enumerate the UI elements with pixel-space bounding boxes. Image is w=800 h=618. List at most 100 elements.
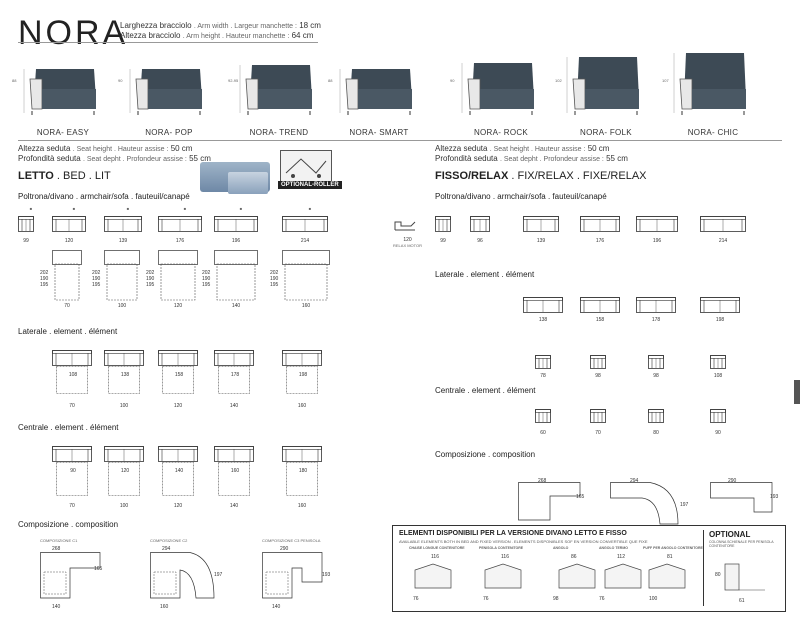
right-sofa-width-4: 176 [595,238,605,244]
roller-diagram [280,150,332,182]
right-lat-width-3: 178 [651,317,661,323]
model-height-6: 102 [555,78,562,83]
left-lat-sofa-3 [158,350,198,366]
left-sofa-label-1: ■ [29,206,33,211]
left-bed-3 [158,250,198,301]
right-lat-sofa-1 [523,297,563,313]
left-bed-width-5: 160 [301,303,311,309]
right-sofa-3 [523,216,559,232]
letto-section-title: LETTO . BED . LIT [18,170,111,182]
left-sofa-label-4: ■ [183,206,187,211]
right-centrale-heading: Centrale . element . élément [435,386,536,395]
left-bed-1 [52,250,82,301]
relax-width: 120 [403,237,412,243]
left-lat-width-1: 70 [69,403,75,409]
optional-title: OPTIONAL [709,530,751,539]
seat-height-translation: . Seat height . Hauteur assise : [489,146,586,153]
model-name-1: NORA- EASY [36,128,90,137]
model-name-3: NORA- TREND [249,128,309,137]
left-composizione-label: Composizione [18,520,69,529]
seat-depth-spec-left: Profondità seduta . Seat depht . Profond… [18,154,211,163]
left-bed-dim-1-3: 195 [40,282,49,288]
left-lat-bed-4 [218,366,250,394]
model-name-7: NORA- CHIC [687,128,739,137]
left-lat-sofa-4 [214,350,254,366]
left-lat-inner-2: 138 [120,372,130,378]
left-comp-dim-1: 268 [52,546,61,552]
left-cen-bed-2 [108,462,140,496]
fisso-title-translation: . FIX/RELAX . FIXE/RELAX [511,170,647,182]
left-comp-dim-6: 193 [322,572,331,578]
left-comp-dim-8: 160 [160,604,169,610]
left-sofa-label-6: ■ [308,206,312,211]
left-lat-sofa-2 [104,350,144,366]
bottom-item-label-1: CHAISE LONGUE CONTENITORE [409,546,465,550]
model-height-7: 107 [662,78,669,83]
right-lat-small-3 [648,355,664,369]
left-lat-width-5: 160 [297,403,307,409]
model-thumbnail-3 [239,65,312,115]
left-bed-dim-5-1: 202 [270,270,279,276]
right-lat-small-1 [535,355,551,369]
model-thumbnail-7 [673,53,746,115]
left-cen-width-3: 120 [173,503,183,509]
bottom-dim-6: 86 [571,554,577,560]
left-comp-dim-2: 165 [94,566,103,572]
left-bed-width-2: 100 [117,303,127,309]
left-centrale-translation: . element . élément [50,423,119,432]
right-lat-width-4: 198 [715,317,725,323]
right-sofa-width-3: 139 [536,238,546,244]
right-lat-small-width-3: 98 [653,373,659,379]
right-comp-dim-2: 165 [576,494,585,500]
right-sofa-width-1: 99 [440,238,446,244]
left-cen-sofa-1 [52,446,92,462]
left-cen-inner-3: 140 [174,468,184,474]
bottom-dim-8: 112 [617,554,625,560]
seat-depth-translation: . Seat depht . Profondeur assise : [82,156,187,163]
optional-divider [703,530,704,606]
right-centrale-label: Centrale [435,386,466,395]
left-sofa-label-5: ■ [239,206,243,211]
right-cen-width-2: 70 [595,430,601,436]
model-name-4: NORA- SMART [349,128,409,137]
left-cen-inner-1: 90 [70,468,76,474]
right-composizione-translation: . composition [487,450,536,459]
right-lat-width-1: 138 [538,317,548,323]
left-sofa-3 [104,216,142,232]
optional-dim-2: 61 [739,598,745,604]
header-divider [18,42,318,43]
right-lat-small-width-2: 98 [595,373,601,379]
left-cen-bed-4 [218,462,250,496]
arm-height-value: 64 cm [291,31,314,40]
left-bed-dim-2-1: 202 [92,270,101,276]
left-lat-width-2: 100 [119,403,129,409]
left-sofa-4 [158,216,202,232]
seat-depth-value: 55 cm [606,154,628,163]
left-bed-dim-4-2: 190 [202,276,211,282]
left-laterale-heading: Laterale . element . élément [18,327,117,336]
left-sofa-2 [52,216,86,232]
left-sofa-width-1: 99 [23,238,29,244]
right-poltrona-label: Poltrona/divano [435,192,491,201]
model-height-3: 92-95 [228,78,239,83]
relax-motor-diagram: 120 RELAX MOTOR [393,218,422,248]
right-poltrona-heading: Poltrona/divano . armchair/sofa . fauteu… [435,192,607,201]
seat-depth-label: Profondità seduta [18,154,81,163]
left-bed-width-3: 120 [173,303,183,309]
model-thumbnail-6 [566,57,639,115]
recliner-icon [394,221,416,231]
left-comp-2 [150,552,215,599]
left-comp-label-1: COMPOSIZIONE C1 [40,538,78,543]
seat-height-spec-right: Altezza seduta . Seat height . Hauteur a… [435,144,609,153]
bottom-dim-3: 76 [483,596,489,602]
arm-width-spec: Larghezza bracciolo . Arm width . Largeu… [120,21,321,30]
right-laterale-label: Laterale [435,270,464,279]
right-cen-sofa-4 [710,409,726,423]
left-sofa-label-3: ■ [126,206,130,211]
left-bed-5 [282,250,330,301]
model-height-1: 88 [12,78,17,83]
left-sofa-width-6: 214 [300,238,310,244]
left-sofa-width-3: 139 [118,238,128,244]
seat-depth-label: Profondità seduta [435,154,498,163]
right-sofa-width-2: 96 [477,238,483,244]
